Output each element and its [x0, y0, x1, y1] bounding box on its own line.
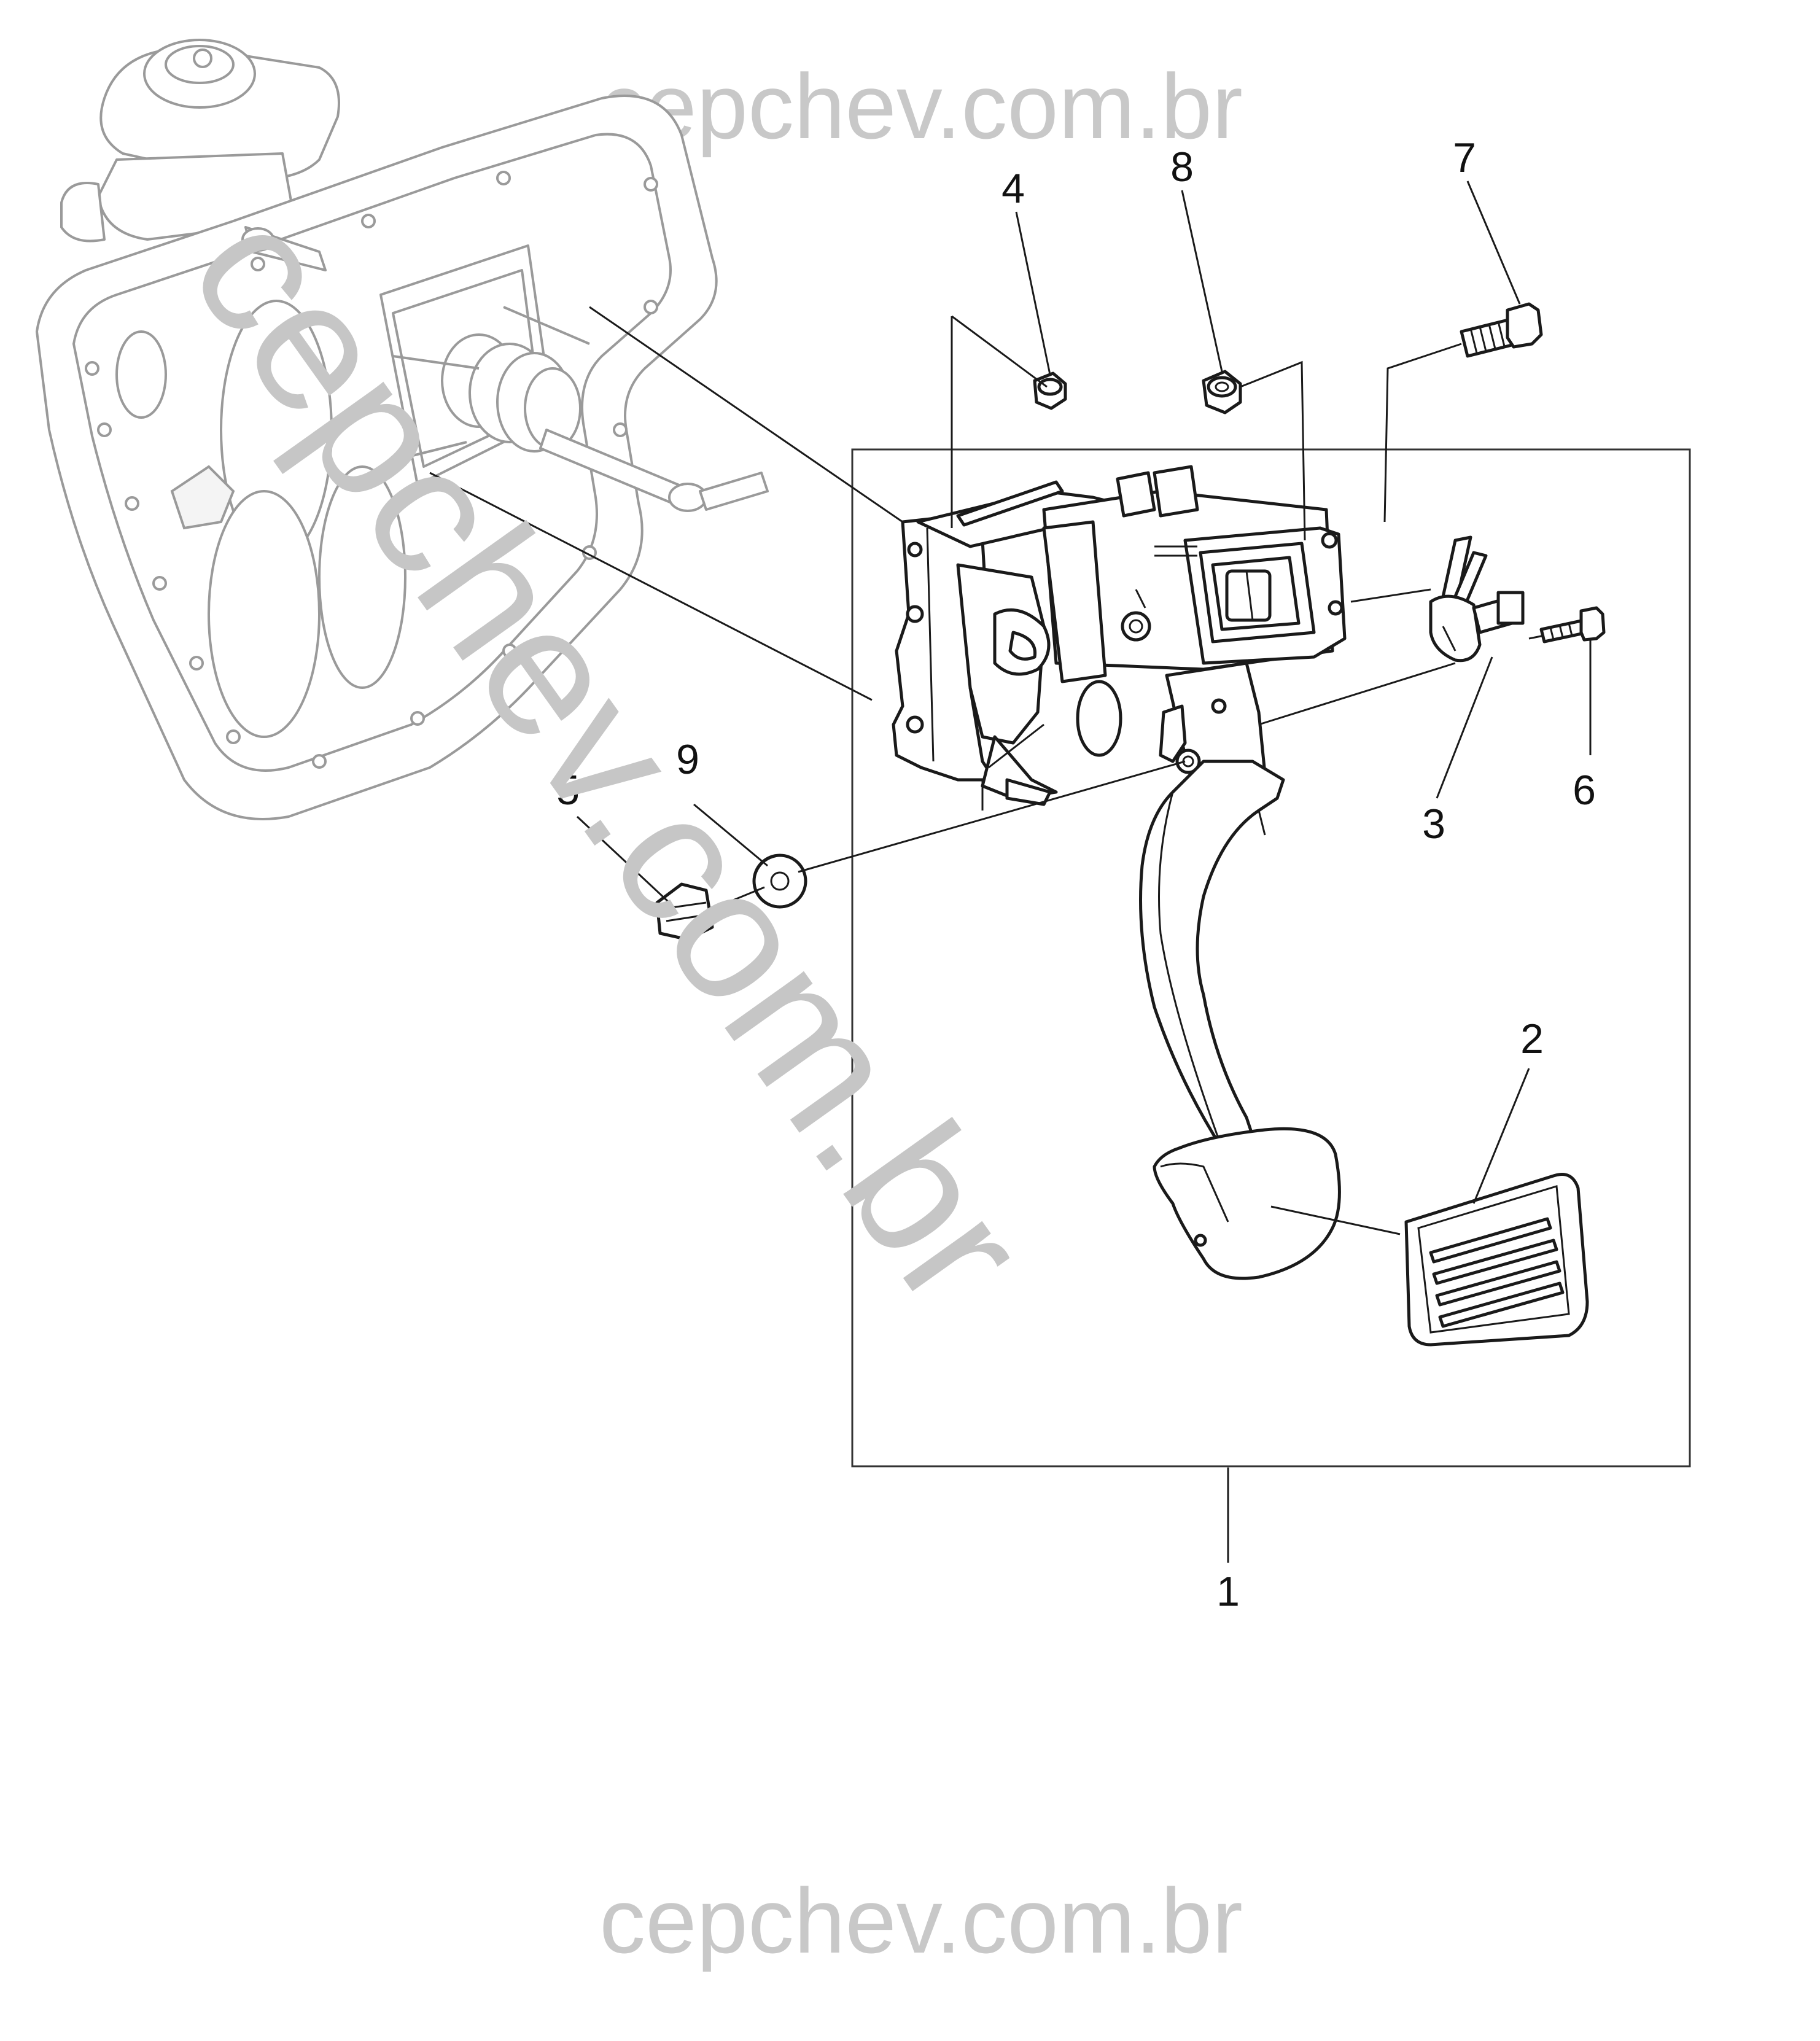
- bolt-item-7: [1460, 302, 1543, 358]
- callout-labels: 1 2 3 4 5 6 7 8 9: [556, 134, 1596, 1615]
- callout-5: 5: [556, 767, 580, 814]
- assembly-frame: [851, 448, 1691, 1468]
- clip-item-5: [655, 882, 714, 941]
- pedal-arm: [1139, 760, 1285, 1150]
- watermark-top: cepchev.com.br: [599, 55, 1243, 158]
- callout-4: 4: [1001, 165, 1025, 212]
- callout-3: 3: [1422, 801, 1445, 847]
- callout-6: 6: [1573, 767, 1596, 814]
- pedal-pad-cover: [1404, 1173, 1589, 1347]
- pedal-bracket: [892, 465, 1347, 811]
- callout-7: 7: [1453, 134, 1476, 181]
- pedal-pad-mounted: [1153, 1127, 1341, 1280]
- leader-lines: [429, 181, 1592, 1563]
- callout-8: 8: [1170, 144, 1194, 190]
- stop-lamp-switch: [1429, 535, 1525, 663]
- washer-item-9: [752, 853, 807, 909]
- screw-item-6: [1539, 606, 1606, 643]
- callout-2: 2: [1520, 1016, 1544, 1062]
- watermark-bottom: cepchev.com.br: [599, 1869, 1243, 1972]
- callout-9: 9: [676, 736, 699, 783]
- firewall-background-illustration: [36, 39, 769, 820]
- nut-item-4: [1033, 371, 1067, 410]
- callout-1: 1: [1216, 1568, 1240, 1615]
- nut-item-8: [1202, 370, 1242, 414]
